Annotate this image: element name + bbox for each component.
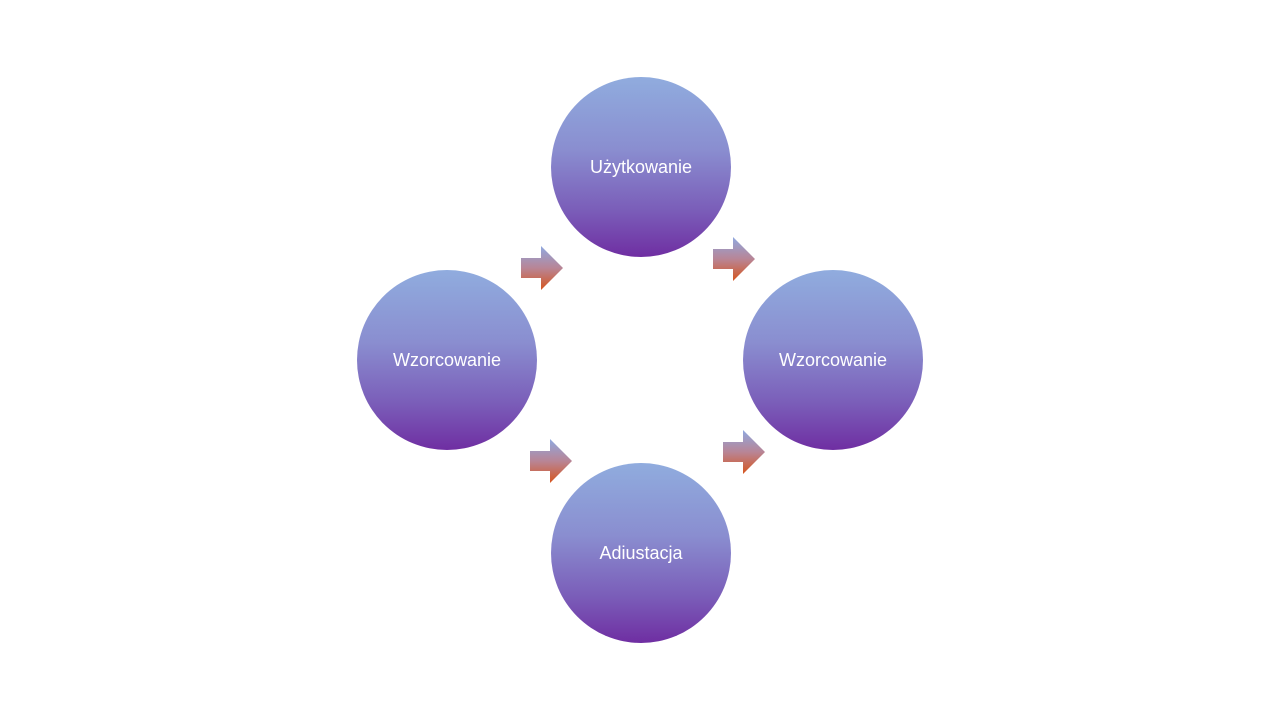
node-label-left: Wzorcowanie xyxy=(392,349,502,370)
node-label-right: Wzorcowanie xyxy=(778,349,888,370)
cycle-node-top: Użytkowanie xyxy=(551,77,731,257)
cycle-node-left: Wzorcowanie xyxy=(357,270,537,450)
cycle-node-right: Wzorcowanie xyxy=(743,270,923,450)
node-label-top: Użytkowanie xyxy=(589,156,693,177)
node-label-bottom: Adiustacja xyxy=(599,542,683,563)
cycle-node-bottom: Adiustacja xyxy=(551,463,731,643)
